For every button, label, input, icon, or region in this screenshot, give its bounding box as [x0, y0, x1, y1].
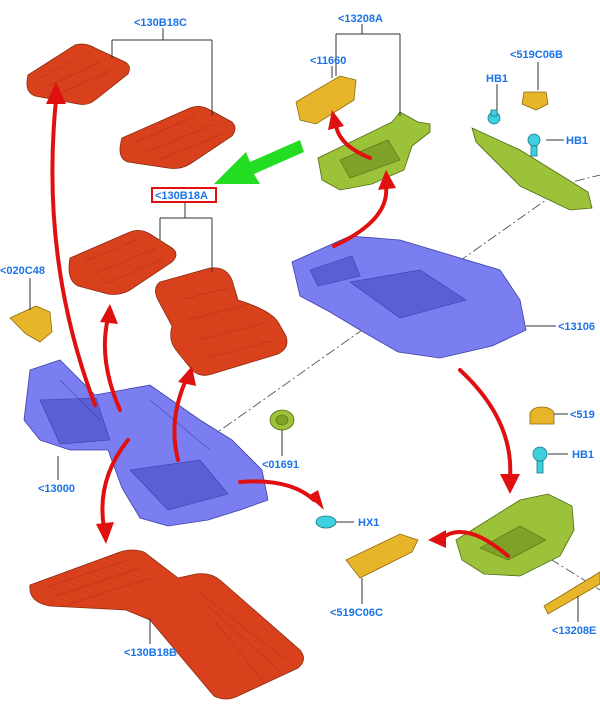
fastener-hx1[interactable] [315, 515, 337, 529]
mat-130B18C-right[interactable] [119, 106, 236, 169]
label-13208[interactable]: <13208E [552, 625, 596, 637]
trim-13208[interactable] [543, 571, 600, 615]
label-hx1[interactable]: HX1 [358, 517, 379, 529]
mat-130B18C-left[interactable] [26, 43, 130, 105]
label-130B18B[interactable]: <130B18B [124, 647, 177, 659]
mat-130B18A-left[interactable] [68, 230, 177, 295]
bracket-lower-right[interactable] [455, 493, 575, 577]
mat-130B18A-right[interactable] [155, 267, 288, 376]
trim-519C06C[interactable] [345, 533, 419, 579]
fastener-hb1-b[interactable] [527, 133, 541, 157]
carpet-13106[interactable] [291, 235, 527, 359]
bracket-11660[interactable] [295, 75, 357, 125]
label-13208A[interactable]: <13208A [338, 13, 383, 25]
grommet-01691[interactable] [269, 409, 295, 431]
clip-519[interactable] [529, 406, 555, 425]
label-13106[interactable]: <13106 [558, 321, 595, 333]
label-020C48[interactable]: <020C48 [0, 265, 45, 277]
label-13000[interactable]: <13000 [38, 483, 75, 495]
carpet-13000[interactable] [23, 359, 269, 527]
label-519[interactable]: <519 [570, 409, 595, 421]
clip-020C48[interactable] [9, 305, 53, 343]
label-hb1-a[interactable]: HB1 [486, 73, 508, 85]
label-01691[interactable]: <01691 [262, 459, 299, 471]
leader-lines [29, 24, 579, 644]
mat-130B18B[interactable] [29, 549, 304, 700]
green-pointer-arrow-icon [214, 140, 304, 184]
part-labels: <130B18C <13208A <11660 <519C06B HB1 HB1… [0, 13, 596, 659]
label-hb1-c[interactable]: HB1 [572, 449, 594, 461]
fastener-hb1-c[interactable] [532, 446, 548, 474]
trim-upper-right[interactable] [471, 127, 593, 211]
label-519C06C[interactable]: <519C06C [330, 607, 383, 619]
fastener-hb1-a[interactable] [487, 109, 501, 125]
label-519C06B[interactable]: <519C06B [510, 49, 563, 61]
label-11660[interactable]: <11660 [310, 55, 346, 67]
label-130B18C[interactable]: <130B18C [134, 17, 187, 29]
red-curved-arrow-icon [46, 82, 520, 558]
label-130B18A[interactable]: <130B18A [155, 190, 208, 202]
label-hb1-b[interactable]: HB1 [566, 135, 588, 147]
highlight-box [151, 187, 217, 203]
clip-519C06B[interactable] [521, 91, 549, 111]
